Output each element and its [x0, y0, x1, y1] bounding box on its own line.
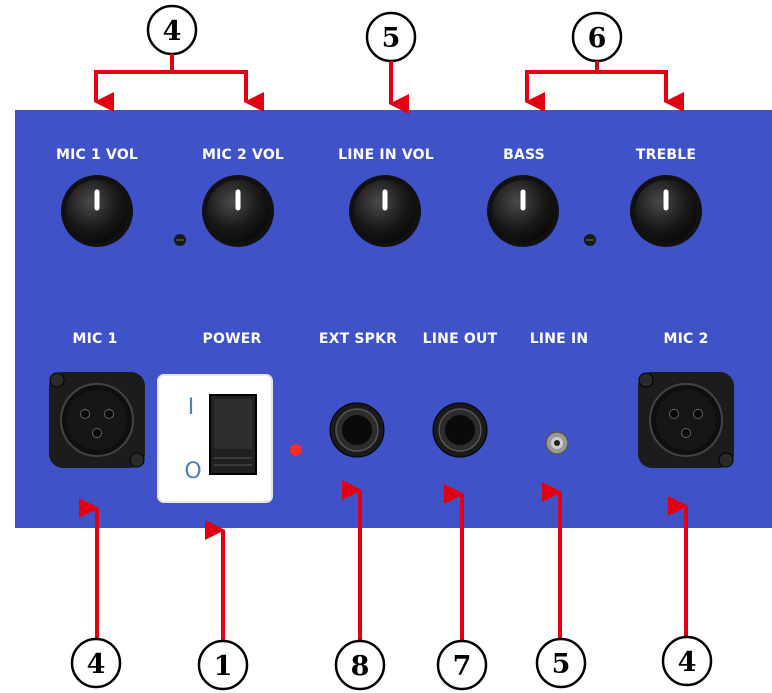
mic2-xlr-jack[interactable] — [638, 372, 734, 468]
panel-screw — [584, 234, 596, 246]
mic2-volume-knob[interactable] — [202, 175, 274, 247]
power-switch[interactable]: I O — [157, 374, 273, 503]
callout-line-in-volume: 5 — [365, 11, 417, 114]
panel-screw — [174, 234, 186, 246]
callout-line-in-jack: 5 — [535, 482, 587, 689]
power-led — [290, 444, 302, 456]
callout-line-out-jack: 7 — [436, 484, 488, 691]
mic1-jack-label: MIC 1 — [72, 331, 117, 347]
line-in-label: LINE IN — [530, 331, 589, 347]
callout-mic-volume: 4 — [94, 4, 264, 112]
callout-mic1-jack: 4 — [70, 498, 122, 689]
svg-text:7: 7 — [453, 651, 472, 682]
mic1-xlr-jack[interactable] — [49, 372, 145, 468]
svg-text:6: 6 — [588, 23, 607, 54]
svg-text:5: 5 — [552, 649, 571, 680]
line-in-jack[interactable] — [545, 431, 569, 455]
svg-text:8: 8 — [351, 651, 370, 682]
callout-power-switch: 1 — [197, 520, 249, 691]
power-on-mark: I — [188, 395, 195, 420]
line-out-jack[interactable] — [432, 402, 488, 458]
svg-text:1: 1 — [214, 651, 233, 682]
svg-text:5: 5 — [382, 23, 401, 54]
line-in-volume-knob[interactable] — [349, 175, 421, 247]
callout-tone-controls: 6 — [525, 11, 684, 112]
mic2-jack-label: MIC 2 — [663, 331, 708, 347]
mic2-vol-label: MIC 2 VOL — [202, 147, 284, 163]
power-label: POWER — [203, 331, 262, 347]
bass-knob[interactable] — [487, 175, 559, 247]
svg-text:4: 4 — [163, 16, 182, 47]
svg-text:4: 4 — [678, 647, 697, 678]
treble-knob[interactable] — [630, 175, 702, 247]
svg-text:4: 4 — [87, 649, 106, 680]
treble-label: TREBLE — [636, 147, 696, 163]
power-off-mark: O — [184, 459, 201, 484]
callout-mic2-jack: 4 — [661, 496, 713, 687]
callout-ext-spkr-jack: 8 — [334, 480, 386, 691]
ext-spkr-jack[interactable] — [329, 402, 385, 458]
ext-spkr-label: EXT SPKR — [319, 331, 397, 347]
line-out-label: LINE OUT — [423, 331, 498, 347]
line-in-vol-label: LINE IN VOL — [338, 147, 434, 163]
mic1-vol-label: MIC 1 VOL — [56, 147, 138, 163]
bass-label: BASS — [503, 147, 545, 163]
mic1-volume-knob[interactable] — [61, 175, 133, 247]
